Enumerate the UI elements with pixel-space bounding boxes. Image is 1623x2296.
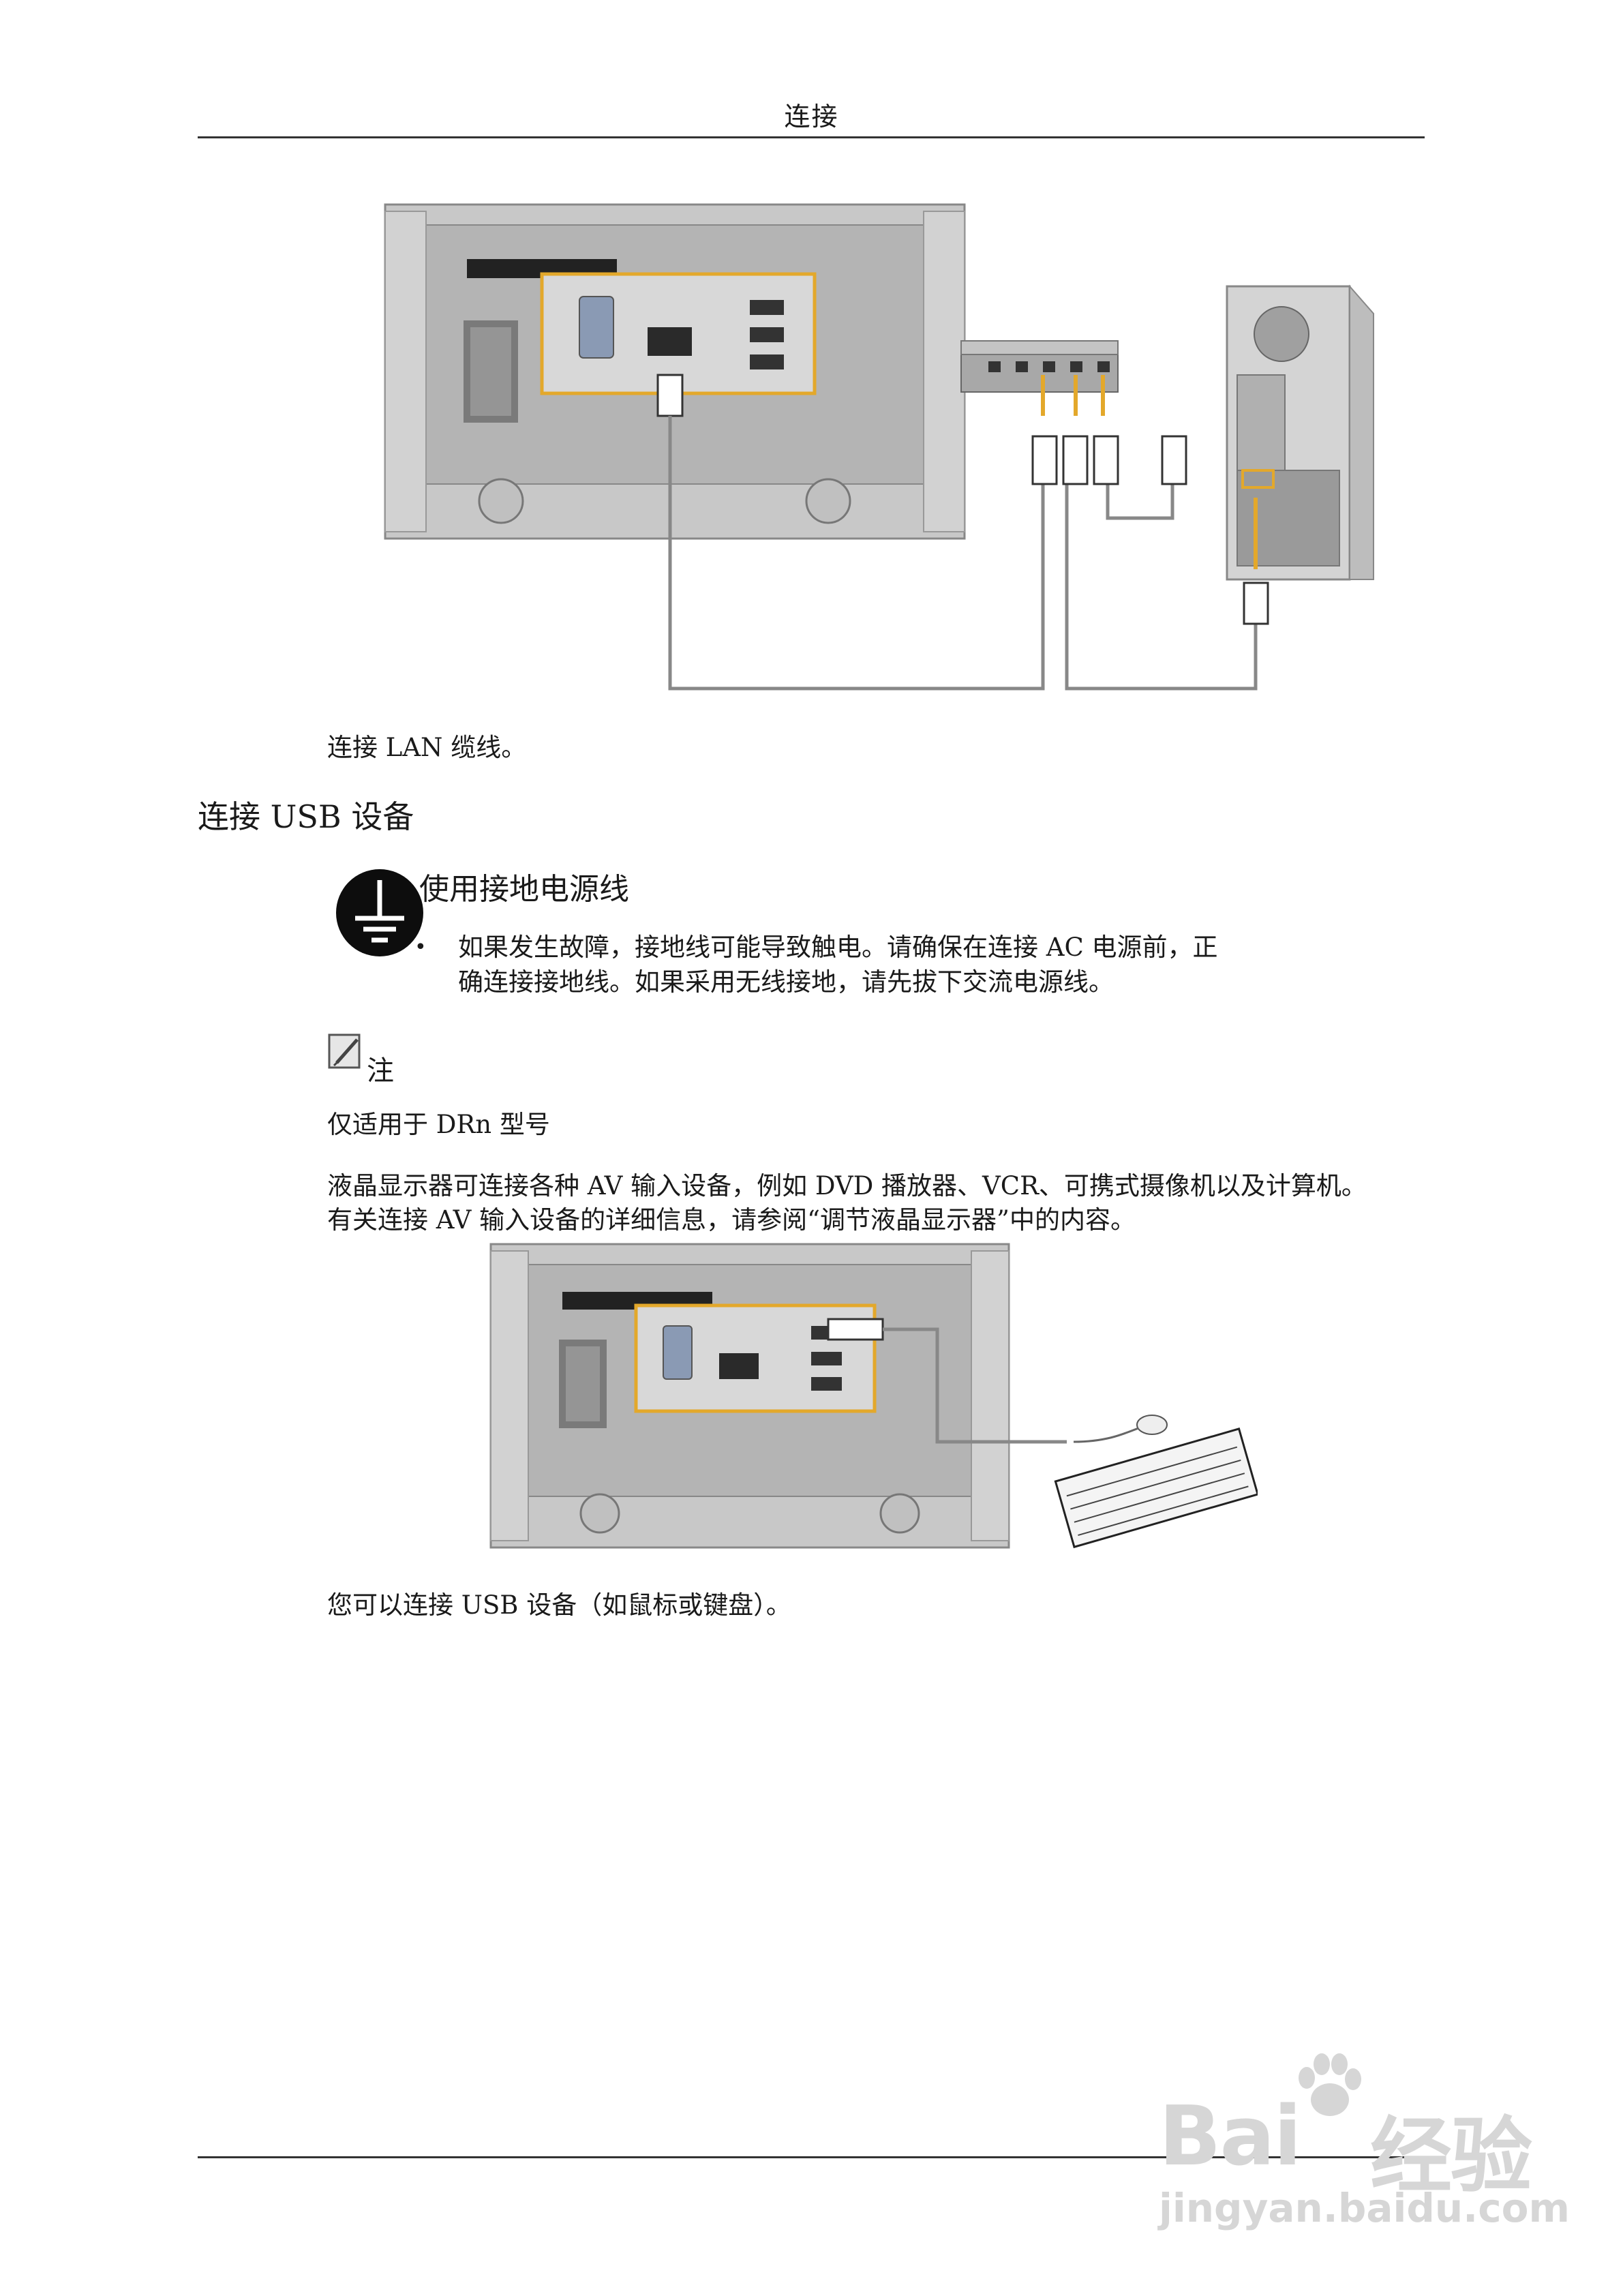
footer-rule [198,2156,1425,2158]
note-paragraph-line1: 液晶显示器可连接各种 AV 输入设备，例如 DVD 播放器、VCR、可携式摄像机… [327,1171,1367,1200]
warning-title: 使用接地电源线 [419,872,629,907]
note-paragraph-line2: 有关连接 AV 输入设备的详细信息，请参阅“调节液晶显示器”中的内容。 [327,1205,1136,1235]
warning-text-line1: 如果发生故障，接地线可能导致触电。请确保在连接 AC 电源前，正 [458,933,1218,962]
watermark-url: jingyan.baidu.com [1159,2185,1570,2231]
warning-text-line2: 确连接接地线。如果采用无线接地，请先拔下交流电源线。 [458,967,1114,997]
usb-connection-diagram [487,1237,1258,1551]
note-label: 注 [367,1055,394,1087]
section-title: 连接 USB 设备 [198,798,414,835]
watermark-brand: Bai [1159,2089,1302,2184]
warning-bullet: • [414,935,427,959]
note-model-text: 仅适用于 DRn 型号 [327,1110,550,1139]
page-header-title: 连接 [784,102,839,132]
usb-figure-caption: 您可以连接 USB 设备（如鼠标或键盘）。 [327,1590,791,1620]
header-rule [198,136,1425,138]
lan-connection-diagram [378,198,1387,702]
note-icon [327,1033,365,1071]
watermark-brand-cn: 经验 [1370,2109,1532,2204]
paw-watermark-icon [1292,2052,1367,2120]
ground-warning-icon [336,869,423,956]
lan-figure-caption: 连接 LAN 缆线。 [327,733,527,762]
